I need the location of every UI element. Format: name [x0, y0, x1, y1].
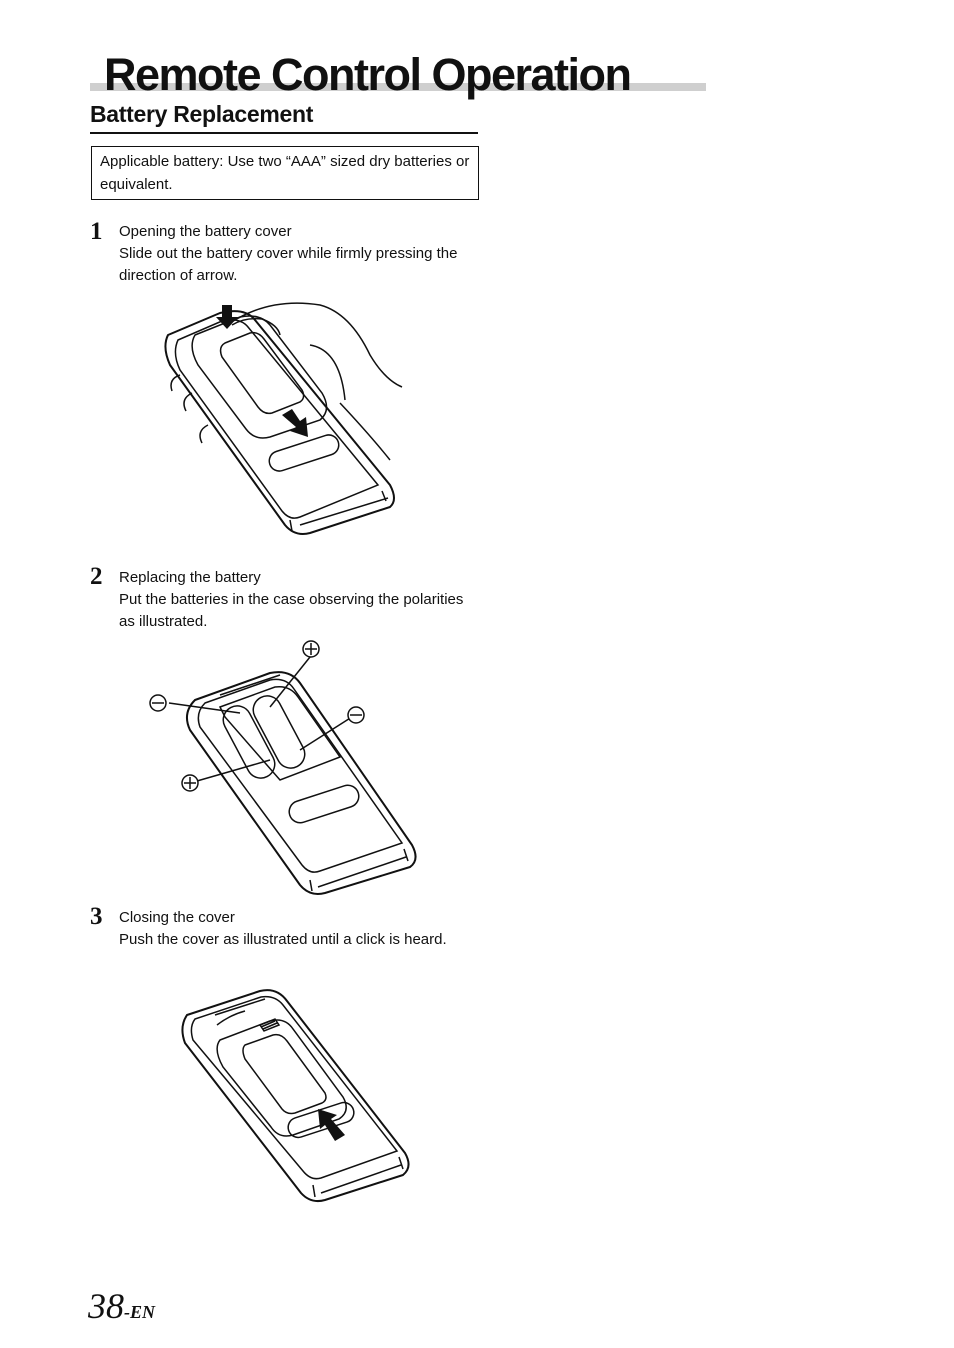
remote-battery-polarity-illustration	[149, 640, 417, 895]
page-language-suffix: -EN	[124, 1302, 155, 1322]
step-1-text: Opening the battery cover Slide out the …	[119, 221, 479, 287]
remote-open-cover-illustration	[164, 302, 403, 535]
step-1-heading: Opening the battery cover	[119, 223, 292, 240]
step-1-number: 1	[90, 218, 103, 245]
page-number: 38	[88, 1286, 124, 1326]
page-title: Remote Control Operation	[104, 49, 632, 100]
step-1-body: Slide out the battery cover while firmly…	[119, 245, 458, 284]
section-rule	[90, 132, 478, 134]
step-2-body: Put the batteries in the case observing …	[119, 591, 464, 630]
remote-close-cover-illustration	[181, 989, 410, 1203]
step-2-text: Replacing the battery Put the batteries …	[119, 567, 479, 633]
step-3-number: 3	[90, 903, 103, 930]
section-title: Battery Replacement	[90, 101, 314, 127]
page-footer: 38-EN	[88, 1285, 155, 1327]
step-3-heading: Closing the cover	[119, 909, 235, 926]
step-2-number: 2	[90, 563, 103, 590]
step-3-body: Push the cover as illustrated until a cl…	[119, 931, 447, 948]
battery-note-box: Applicable battery: Use two “AAA” sized …	[91, 146, 479, 200]
step-3-text: Closing the cover Push the cover as illu…	[119, 907, 479, 951]
page-header: Remote Control Operation	[88, 50, 708, 100]
title-underline-bar	[90, 83, 706, 91]
step-2-heading: Replacing the battery	[119, 569, 261, 586]
